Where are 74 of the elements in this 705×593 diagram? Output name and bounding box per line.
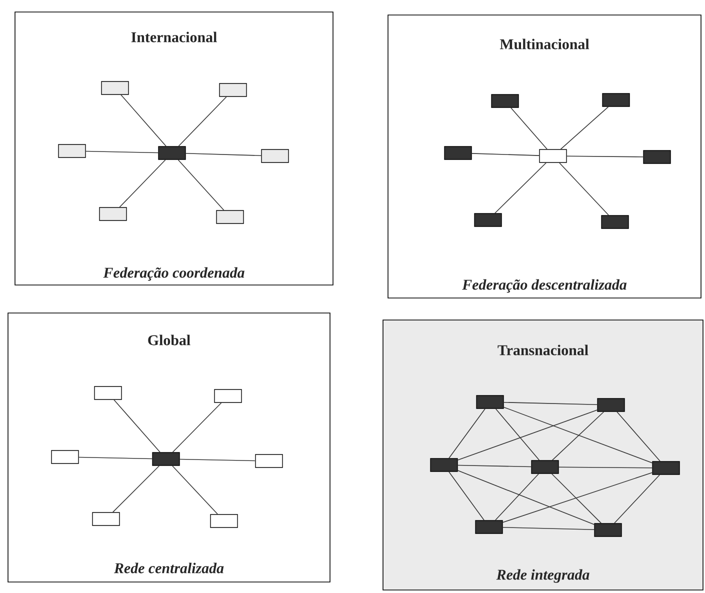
panel-title: Internacional xyxy=(131,32,217,42)
site-box xyxy=(531,460,559,474)
site-box xyxy=(219,83,247,97)
connector-line xyxy=(172,465,218,515)
site-box xyxy=(476,395,504,409)
connector-line xyxy=(178,96,227,147)
panel-caption: Rede centralizada xyxy=(114,562,224,574)
connector-line xyxy=(448,408,486,459)
connector-line xyxy=(457,464,532,468)
connector-line xyxy=(185,153,262,156)
connector-line xyxy=(495,408,540,461)
connector-line xyxy=(502,526,595,530)
panel-caption: Rede integrada xyxy=(496,569,590,583)
site-box xyxy=(602,93,630,107)
site-box xyxy=(51,450,79,464)
connector-line xyxy=(502,472,653,523)
site-box xyxy=(652,461,680,475)
site-box xyxy=(255,454,283,468)
connector-line xyxy=(120,94,166,147)
connector-line xyxy=(179,458,256,462)
site-box xyxy=(594,523,622,537)
connector-line xyxy=(172,402,222,453)
panel-caption: Federação descentralizada xyxy=(462,279,627,293)
site-box xyxy=(430,458,458,472)
connector-line xyxy=(495,473,540,521)
panel-title: Multinacional xyxy=(500,38,590,50)
site-box xyxy=(474,213,502,227)
connector-line xyxy=(178,159,224,211)
connector-line xyxy=(448,471,484,521)
connector-line xyxy=(559,162,609,216)
connector-line xyxy=(560,106,609,150)
connector-line xyxy=(503,402,598,406)
site-box xyxy=(491,94,519,108)
connector-line xyxy=(457,410,598,460)
connector-line xyxy=(78,456,153,460)
panel xyxy=(8,312,330,582)
panel-caption: Federação coordenada xyxy=(103,267,244,281)
panel xyxy=(388,14,702,298)
panel xyxy=(382,320,704,590)
connector-line xyxy=(457,470,595,525)
site-box xyxy=(539,149,567,163)
site-box xyxy=(214,389,242,403)
site-box xyxy=(101,81,129,95)
site-box xyxy=(58,144,86,158)
connector-line xyxy=(510,107,548,150)
connector-line xyxy=(551,473,602,524)
site-box xyxy=(597,398,625,412)
connector-line xyxy=(471,153,540,156)
site-box xyxy=(601,215,629,229)
site-box xyxy=(158,146,186,160)
site-box xyxy=(99,207,127,221)
connector-line xyxy=(114,399,160,453)
site-box xyxy=(475,520,503,534)
connector-line xyxy=(558,466,653,468)
panel-title: Transnacional xyxy=(498,344,588,356)
site-box xyxy=(216,210,244,224)
site-box xyxy=(210,514,238,528)
connector-line xyxy=(494,162,546,214)
panel-title: Global xyxy=(148,334,190,346)
site-box xyxy=(94,386,122,400)
site-box xyxy=(643,150,671,164)
connector-line xyxy=(119,159,166,208)
site-box xyxy=(152,452,180,466)
connector-line xyxy=(552,411,604,461)
panel xyxy=(14,12,334,286)
connector-line xyxy=(85,150,159,154)
connector-line xyxy=(616,411,660,462)
connector-line xyxy=(503,406,653,464)
connector-line xyxy=(614,474,660,524)
site-box xyxy=(261,149,289,163)
connector-line xyxy=(112,465,160,513)
connector-line xyxy=(566,156,644,158)
site-box xyxy=(444,146,472,160)
site-box xyxy=(92,512,120,526)
